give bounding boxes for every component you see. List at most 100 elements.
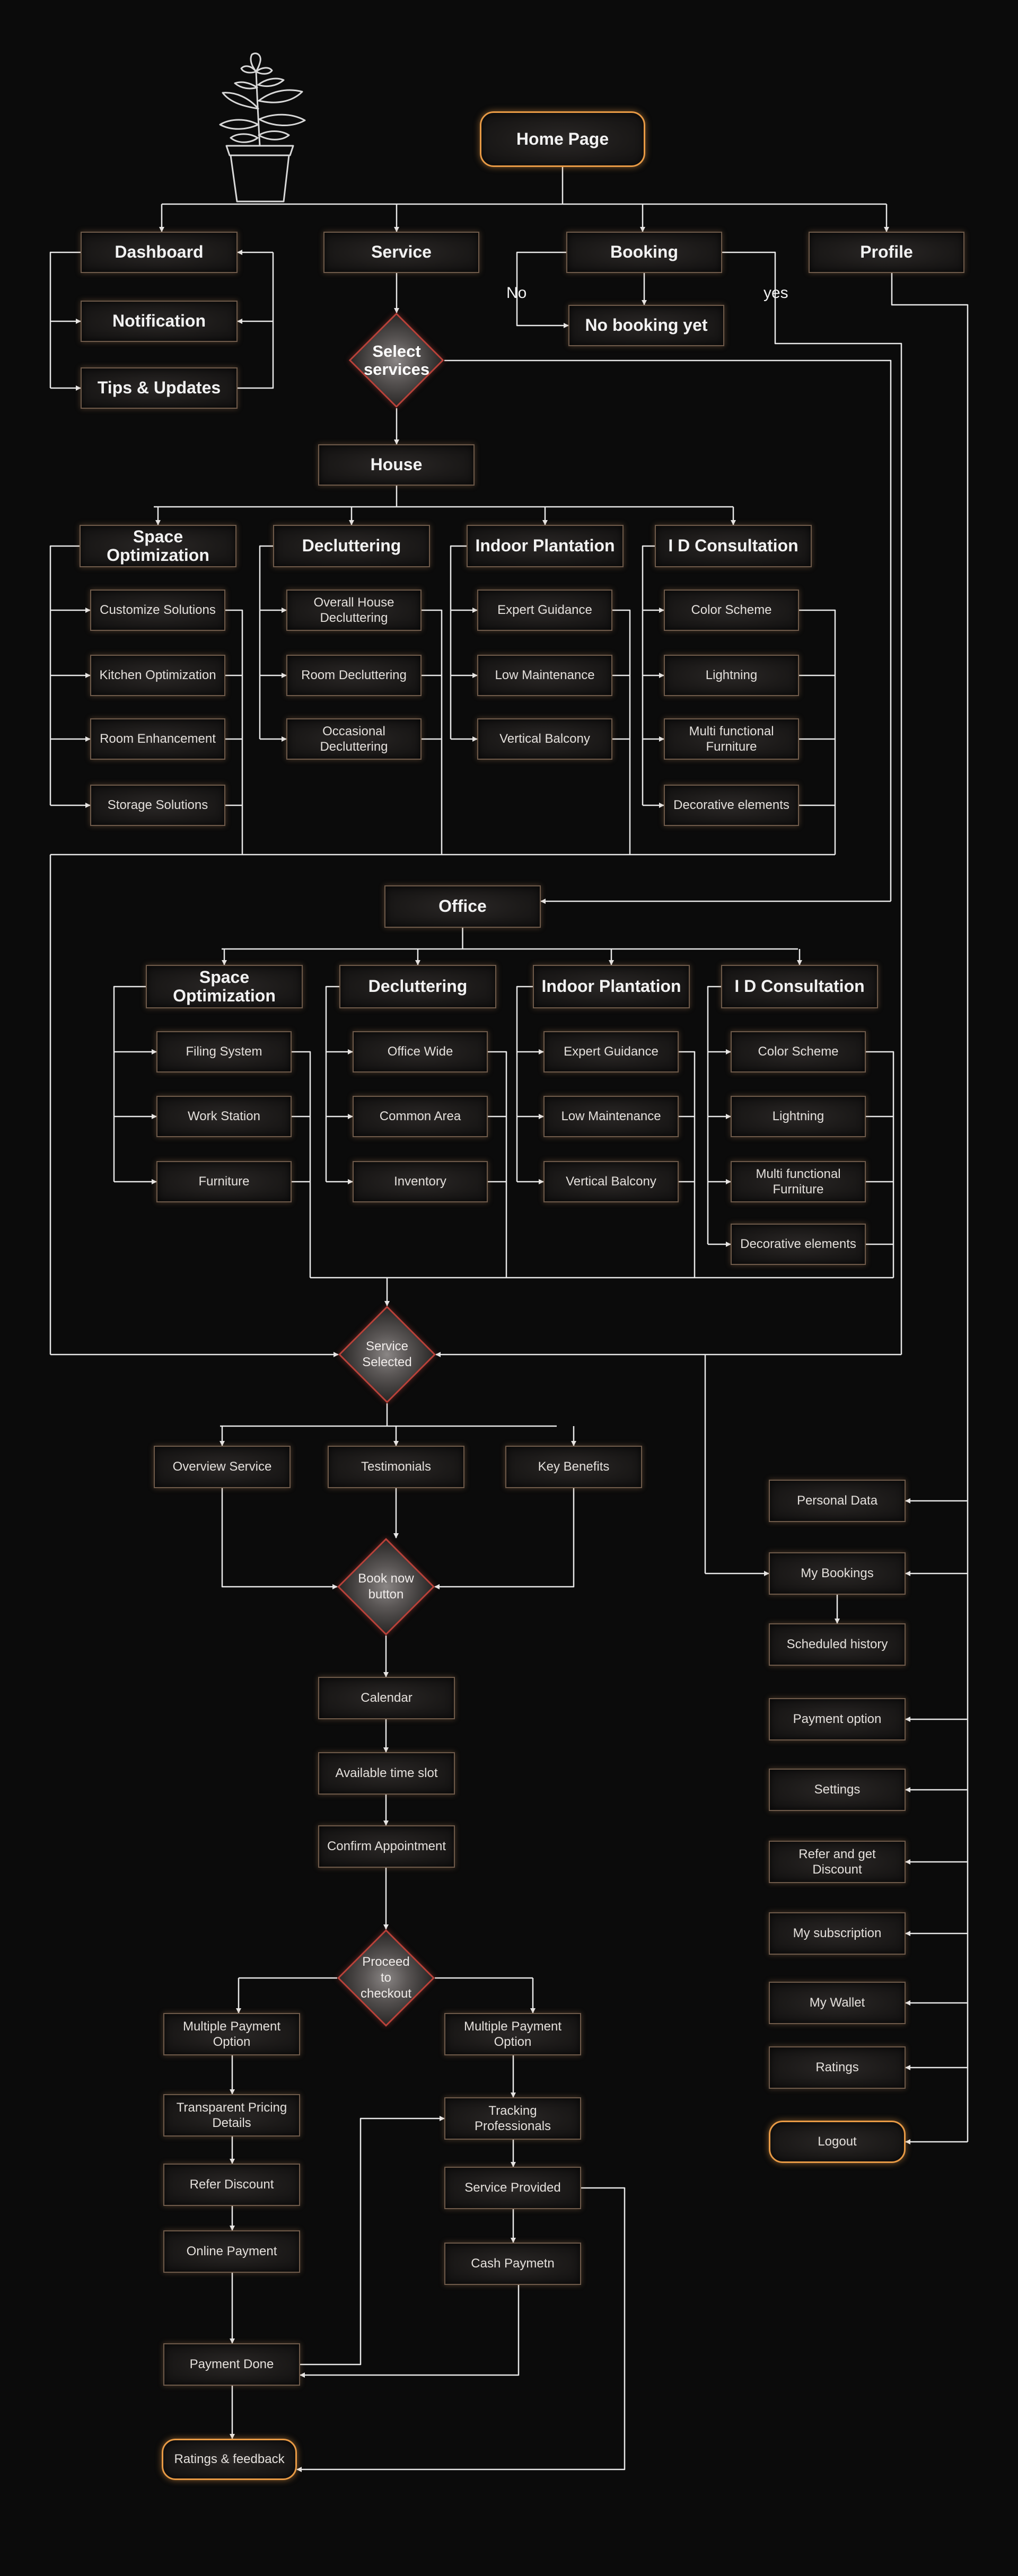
node-o-filing: Filing System xyxy=(156,1031,292,1072)
node-calendar: Calendar xyxy=(318,1677,455,1719)
node-o-workstation: Work Station xyxy=(156,1096,292,1137)
connector-30 xyxy=(225,609,243,855)
node-o-indoor: Indoor Plantation xyxy=(533,965,690,1008)
node-o-deco: Decorative elements xyxy=(731,1224,866,1265)
connector-125 xyxy=(300,2285,520,2378)
node-time-slot: Available time slot xyxy=(318,1752,455,1795)
connector-53 xyxy=(799,609,836,855)
node-testimonials: Testimonials xyxy=(328,1446,464,1488)
node-profile: Profile xyxy=(809,232,964,273)
node-o-space: Space Optimization xyxy=(146,965,303,1008)
decision-book-now: Book now button xyxy=(358,1571,414,1602)
node-h-kitchen: Kitchen Optimization xyxy=(90,655,225,696)
node-refer-get: Refer and get Discount xyxy=(769,1841,906,1883)
connector-48 xyxy=(642,545,655,805)
connector-25 xyxy=(49,545,80,805)
node-wallet: My Wallet xyxy=(769,1982,906,2024)
connector-9 xyxy=(238,252,274,389)
node-h-lowmaint: Low Maintenance xyxy=(477,655,612,696)
connector-45 xyxy=(612,609,631,855)
node-transparent: Transparent Pricing Details xyxy=(163,2094,300,2137)
node-multi-pay-r: Multiple Payment Option xyxy=(444,2013,581,2055)
node-house: House xyxy=(318,444,475,486)
connector-14 xyxy=(516,251,569,328)
connector-92 xyxy=(866,1051,894,1278)
node-notification: Notification xyxy=(81,301,238,342)
node-logout: Logout xyxy=(769,2121,906,2163)
connector-107 xyxy=(434,1488,575,1589)
node-payment-done: Payment Done xyxy=(163,2343,300,2386)
node-h-color: Color Scheme xyxy=(664,590,799,631)
connector-105 xyxy=(221,1488,338,1589)
decision-checkout: Proceed to checkout xyxy=(360,1955,412,2001)
connector-121 xyxy=(300,2116,445,2366)
node-home: Home Page xyxy=(480,111,645,167)
node-overview: Overview Service xyxy=(154,1446,291,1488)
node-cash-payment: Cash Paymetn xyxy=(444,2243,581,2285)
node-booking: Booking xyxy=(566,232,722,273)
node-settings: Settings xyxy=(769,1769,906,1811)
node-multi-pay-l: Multiple Payment Option xyxy=(163,2013,300,2055)
node-online-payment: Online Payment xyxy=(163,2230,300,2273)
node-h-idc: I D Consultation xyxy=(655,525,812,567)
branch-label-yes: yes xyxy=(763,284,788,302)
node-o-officewide: Office Wide xyxy=(353,1031,488,1072)
connector-73 xyxy=(325,986,339,1182)
node-h-light: Lightning xyxy=(664,655,799,696)
node-h-space: Space Optimization xyxy=(80,525,236,567)
connector-38 xyxy=(422,609,443,855)
node-o-common: Common Area xyxy=(353,1096,488,1137)
node-h-room-enh: Room Enhancement xyxy=(90,718,225,760)
node-h-indoor: Indoor Plantation xyxy=(467,525,624,567)
node-dashboard: Dashboard xyxy=(81,232,238,273)
node-o-furniture: Furniture xyxy=(156,1161,292,1202)
node-o-vertical: Vertical Balcony xyxy=(543,1161,679,1202)
node-o-inventory: Inventory xyxy=(353,1161,488,1202)
connector-87 xyxy=(707,986,721,1244)
node-no-booking: No booking yet xyxy=(568,305,724,346)
node-tracking: Tracking Professionals xyxy=(444,2097,581,2140)
node-o-expert: Expert Guidance xyxy=(543,1031,679,1072)
node-h-room-dec: Room Decluttering xyxy=(286,655,422,696)
node-o-multi: Multi functional Furniture xyxy=(731,1161,866,1202)
connector-17 xyxy=(444,359,892,901)
node-refer-discount: Refer Discount xyxy=(163,2164,300,2206)
node-o-idc: I D Consultation xyxy=(721,965,878,1008)
node-my-bookings: My Bookings xyxy=(769,1552,906,1595)
node-h-deco: Decorative elements xyxy=(664,785,799,826)
connector-70 xyxy=(292,1051,311,1278)
node-personal-data: Personal Data xyxy=(769,1480,906,1522)
branch-label-no: No xyxy=(506,284,527,302)
node-o-lowmaint: Low Maintenance xyxy=(543,1096,679,1137)
connector-34 xyxy=(259,545,273,739)
potted-plant-icon xyxy=(219,52,306,203)
node-office: Office xyxy=(384,885,541,928)
node-key-benefits: Key Benefits xyxy=(505,1446,642,1488)
node-scheduled: Scheduled history xyxy=(769,1623,906,1666)
connector-77 xyxy=(488,1051,507,1278)
connector-130 xyxy=(891,273,969,2142)
node-h-expert: Expert Guidance xyxy=(477,590,612,631)
node-h-vertical: Vertical Balcony xyxy=(477,718,612,760)
node-h-storage: Storage Solutions xyxy=(90,785,225,826)
connector-126 xyxy=(296,2187,626,2472)
connector-16 xyxy=(722,251,902,901)
connector-66 xyxy=(113,986,146,1182)
node-confirm: Confirm Appointment xyxy=(318,1825,455,1868)
decision-service-selected: Service Selected xyxy=(362,1339,412,1369)
connector-6 xyxy=(49,251,81,388)
node-h-multi: Multi functional Furniture xyxy=(664,718,799,760)
node-service-provided: Service Provided xyxy=(444,2167,581,2209)
node-service: Service xyxy=(323,232,479,273)
node-payment-option: Payment option xyxy=(769,1698,906,1740)
connector-41 xyxy=(450,545,467,739)
node-subscription: My subscription xyxy=(769,1912,906,1955)
node-h-customize: Customize Solutions xyxy=(90,590,225,631)
connector-84 xyxy=(679,1051,696,1278)
node-ratings: Ratings xyxy=(769,2046,906,2089)
node-h-occasional: Occasional Decluttering xyxy=(286,718,422,760)
node-h-declutter: Decluttering xyxy=(273,525,430,567)
connector-80 xyxy=(516,986,533,1182)
